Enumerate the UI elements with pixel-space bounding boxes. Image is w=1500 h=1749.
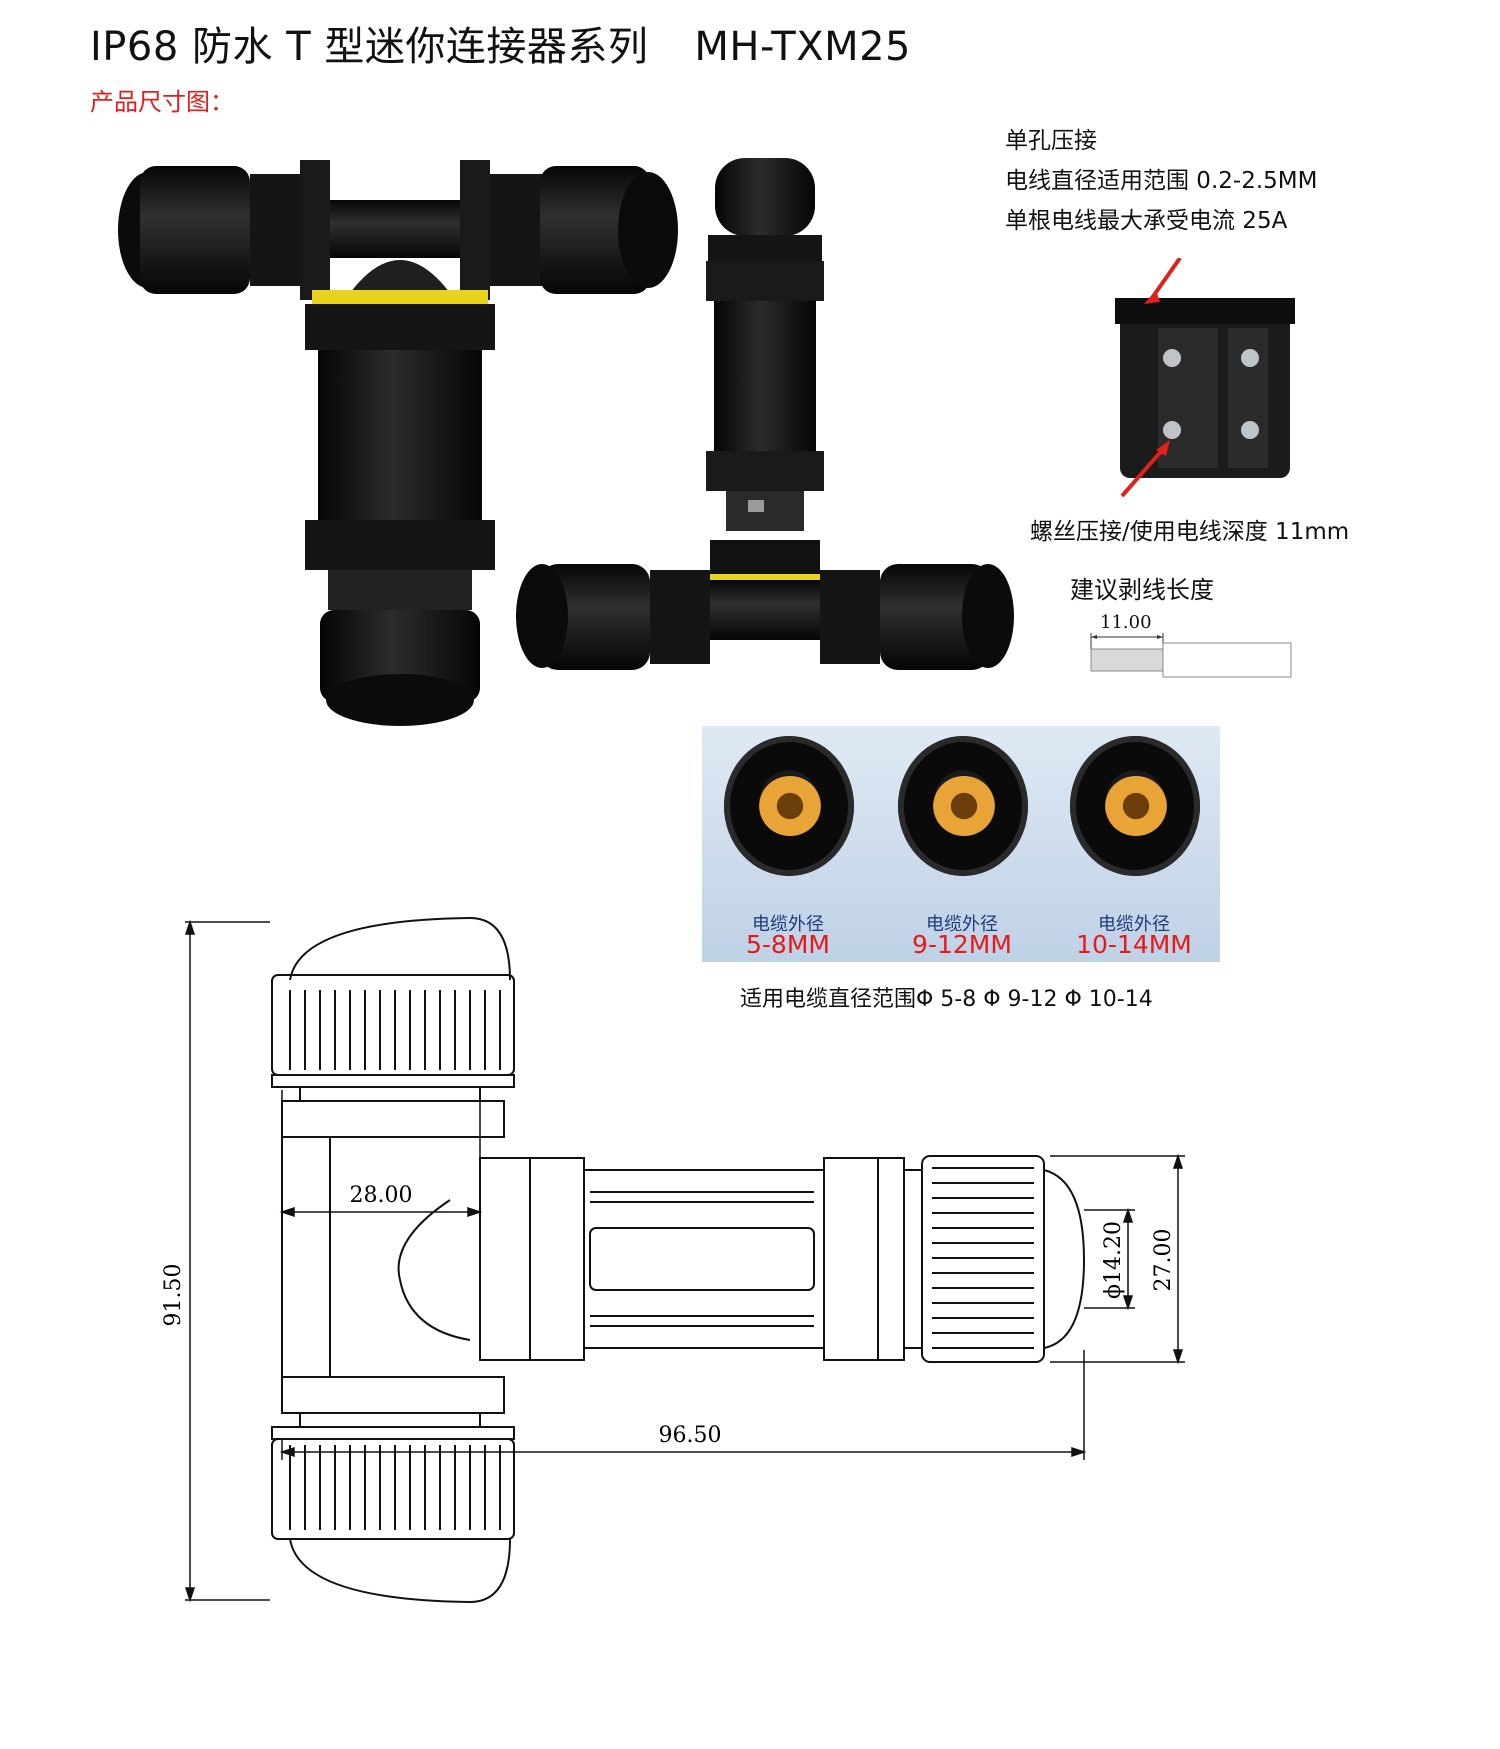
- assembled-t-connector-photo: [118, 160, 678, 726]
- spec-wire-range: 电线直径适用范围 0.2-2.5MM: [1005, 168, 1318, 194]
- exploded-t-connector-photo: [516, 158, 1014, 670]
- top-cap-outline: [289, 916, 511, 981]
- model-number: MH-TXM25: [694, 24, 912, 70]
- dim-bore-diameter: ϕ14.20: [1101, 1221, 1126, 1299]
- grip-ribs: [289, 990, 1034, 1530]
- page-title: IP68 防水 T 型迷你连接器系列 MH-TXM25: [90, 14, 911, 72]
- cable-diameter-panel: 电缆外径 5-8MM 电缆外径 9-12MM 电缆外径 10-14MM: [702, 726, 1220, 962]
- cable-option-medium: 电缆外径 9-12MM: [876, 726, 1048, 962]
- terminal-block-photo: [1115, 258, 1295, 498]
- strip-length-value: 11.00: [1100, 612, 1152, 633]
- cable-option-label: 电缆外径: [752, 914, 824, 935]
- dimension-lines: [184, 919, 1185, 1603]
- cable-option-label: 电缆外径: [1098, 914, 1170, 935]
- product-photos: [118, 158, 1014, 726]
- spec-max-current: 单根电线最大承受电流 25A: [1005, 208, 1288, 234]
- dim-outer-diameter: 27.00: [1151, 1229, 1176, 1292]
- dim-total-height: 91.50: [161, 1264, 186, 1327]
- technical-drawing: 91.50 28.00 96.50 ϕ14.20 27.00: [161, 916, 1185, 1604]
- cable-option-small: 电缆外径 5-8MM: [702, 726, 874, 962]
- cable-option-range: 5-8MM: [746, 930, 830, 959]
- section-subtitle: 产品尺寸图：: [90, 88, 234, 116]
- dim-offset: 28.00: [350, 1183, 413, 1208]
- dim-total-length: 96.50: [659, 1423, 722, 1448]
- cable-option-label: 电缆外径: [926, 914, 998, 935]
- spec-crimp-type: 单孔压接: [1005, 128, 1097, 154]
- cable-range-text: 适用电缆直径范围Φ 5-8 Φ 9-12 Φ 10-14: [740, 987, 1153, 1012]
- product-title: IP68 防水 T 型迷你连接器系列: [90, 24, 649, 70]
- spec-screw-depth: 螺丝压接/使用电线深度 11mm: [1030, 519, 1350, 545]
- cable-option-range: 10-14MM: [1076, 930, 1192, 959]
- strip-length-title: 建议剥线长度: [1070, 576, 1214, 604]
- body-grooves: [589, 1191, 815, 1327]
- cable-option-large: 电缆外径 10-14MM: [1048, 726, 1220, 962]
- wire-strip-diagram: [1090, 633, 1292, 678]
- cable-option-range: 9-12MM: [912, 930, 1012, 959]
